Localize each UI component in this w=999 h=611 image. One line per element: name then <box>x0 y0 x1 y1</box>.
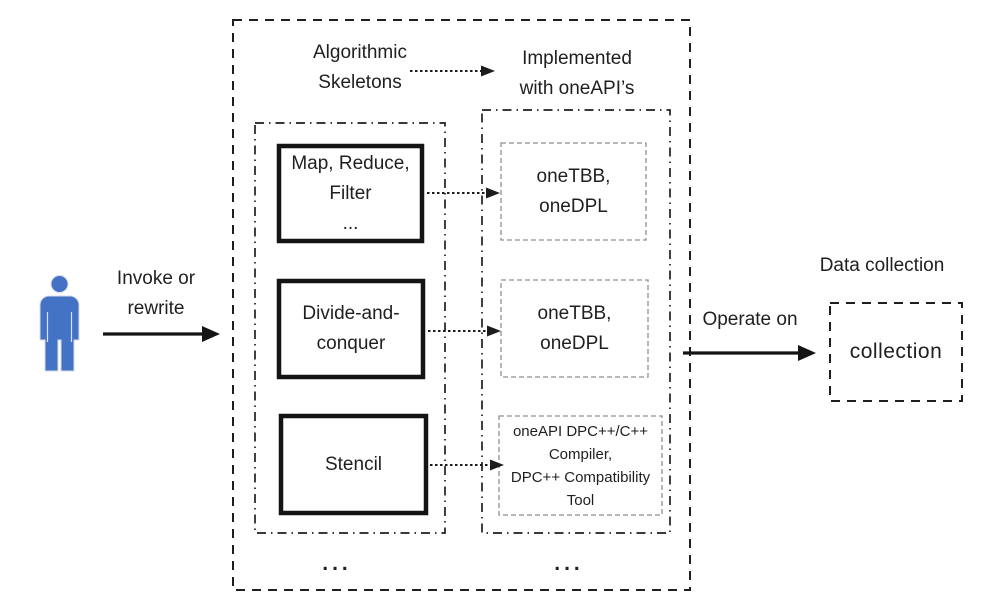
collection-box <box>829 302 963 402</box>
invoke-rewrite-label: Invoke or rewrite <box>116 268 196 319</box>
skeletons-column-box <box>254 122 446 534</box>
arrowhead-stencil-to-impl <box>490 459 504 471</box>
implementations-column-box <box>481 109 671 534</box>
skeletons-ellipsis: ... <box>322 552 352 575</box>
arrowhead-divide-to-impl <box>487 325 501 337</box>
impl-box-onetbb-onedpl-2 <box>500 279 649 378</box>
arrowhead-invoke <box>202 326 220 342</box>
skeleton-box-stencil <box>278 413 429 516</box>
skeleton-label-stencil: Stencil <box>324 453 383 475</box>
person-icon-arm-lines <box>46 312 73 342</box>
impl-label-onetbb-onedpl-1: oneTBB, oneDPL <box>536 165 611 217</box>
skeleton-label-divide-and-conquer: Divide-and- conquer <box>302 303 400 354</box>
skeleton-label-map-reduce-filter: Map, Reduce, Filter ... <box>291 152 410 234</box>
framework-outer-box <box>232 19 691 591</box>
impl-title: Implemented with oneAPI’s <box>519 48 635 99</box>
data-collection-title: Data collection <box>819 255 945 276</box>
arrowhead-operate-on <box>798 345 816 361</box>
operate-on-label: Operate on <box>702 309 798 330</box>
collection-box-label: collection <box>849 340 943 363</box>
impl-ellipsis: ... <box>554 552 584 575</box>
impl-label-compiler-tool: oneAPI DPC++/C++ Compiler, DPC++ Compati… <box>510 422 651 509</box>
arrowhead-skeletons-to-impl <box>481 65 495 77</box>
person-icon <box>39 275 80 372</box>
skeleton-box-divide-and-conquer <box>276 278 426 380</box>
impl-label-onetbb-onedpl-2: oneTBB, oneDPL <box>537 302 612 354</box>
skeletons-title: Algorithmic Skeletons <box>313 42 407 93</box>
impl-box-onetbb-onedpl-1 <box>500 142 647 241</box>
skeleton-box-map-reduce-filter <box>276 143 425 244</box>
arrowhead-map-to-impl <box>486 187 500 199</box>
impl-box-compiler-tool <box>498 415 663 516</box>
